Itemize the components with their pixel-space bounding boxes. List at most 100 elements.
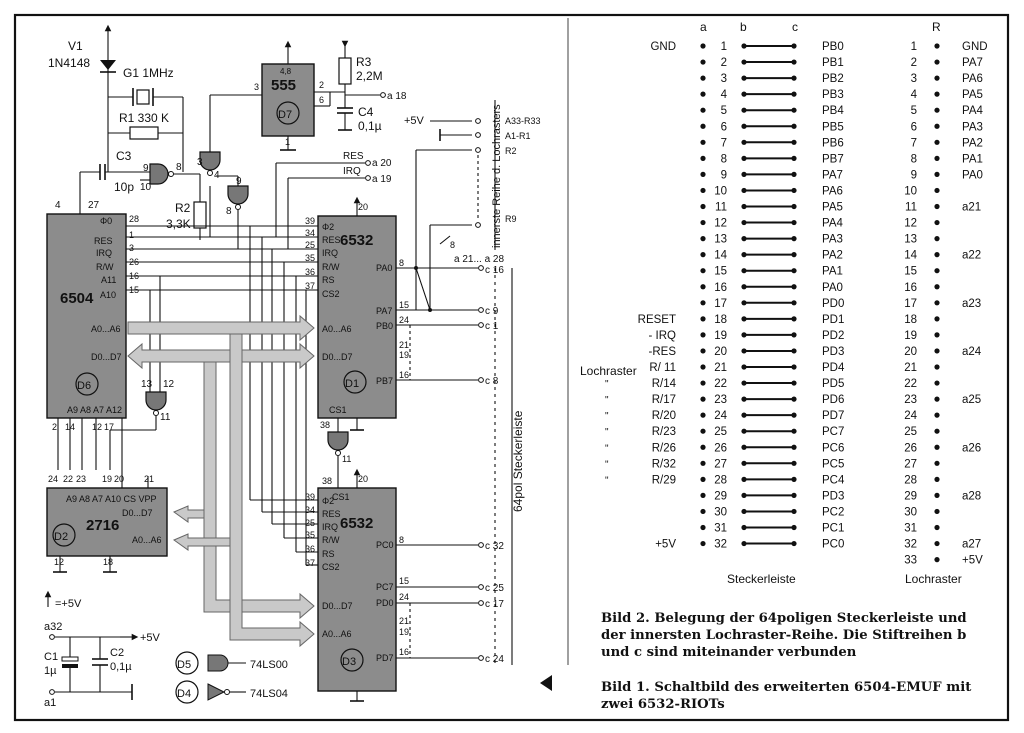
pin-c-dot bbox=[791, 268, 797, 274]
r1-label: R1 330 K bbox=[119, 111, 169, 125]
c17-label: c 17 bbox=[485, 599, 504, 610]
chip-2716: A9 A8 A7 A10 CS VPP 2716 D2 D0...D7 A0..… bbox=[46, 474, 168, 573]
lochraster-dot bbox=[934, 155, 940, 161]
pin-c-signal: PA2 bbox=[822, 250, 843, 262]
pin-c-dot bbox=[791, 219, 797, 226]
lochraster-number: 9 bbox=[911, 169, 917, 181]
lochraster-signal: PA4 bbox=[962, 105, 983, 117]
pin-label: D0...D7 bbox=[122, 508, 153, 518]
pin-label: 37 bbox=[305, 558, 315, 568]
a20-label: a 20 bbox=[372, 158, 392, 169]
pin-label: A9 A8 A7 A12 bbox=[67, 405, 122, 415]
pin-label: RS bbox=[322, 275, 335, 285]
pin-c-dot bbox=[791, 91, 797, 97]
pin-label: 1 bbox=[129, 230, 134, 240]
lochraster-number: 10 bbox=[904, 185, 917, 197]
nand-gates-decode: 3 4 9 8 bbox=[197, 94, 262, 217]
pin-label: A10 bbox=[100, 290, 116, 300]
pin-label: 24 bbox=[399, 592, 409, 602]
lochraster-signal: PA5 bbox=[962, 89, 983, 101]
pin-number: 25 bbox=[714, 426, 727, 438]
ditto-mark: " bbox=[605, 459, 609, 470]
pin-label: 16 bbox=[399, 370, 409, 380]
timer-part-label: 555 bbox=[271, 77, 296, 94]
pin-c-dot bbox=[791, 364, 797, 370]
lochraster-dot bbox=[934, 557, 940, 563]
lochraster-dot bbox=[934, 203, 940, 210]
pin-a-dot bbox=[700, 203, 706, 210]
a32-label: a32 bbox=[44, 621, 62, 633]
ditto-mark: " bbox=[605, 411, 609, 422]
caption-bild-1: Bild 1. Schaltbild des erweiterten 6504-… bbox=[601, 680, 972, 712]
pin-a-signal: R/32 bbox=[652, 458, 676, 470]
lochraster-number: 15 bbox=[904, 266, 917, 278]
pin-number: 12 bbox=[714, 218, 727, 230]
pin-label: 3 bbox=[197, 157, 203, 168]
pin-a-dot bbox=[700, 139, 706, 145]
pin-number: 22 bbox=[714, 378, 727, 390]
pin-a-signal: R/14 bbox=[652, 378, 677, 390]
pin-c-signal: PC0 bbox=[822, 539, 844, 551]
pin-label: 16 bbox=[399, 647, 409, 657]
lochraster-dot bbox=[934, 332, 940, 338]
lochraster-signal: GND bbox=[962, 41, 988, 53]
pin-label: PD7 bbox=[376, 653, 394, 663]
pin-a-dot bbox=[700, 332, 706, 338]
riot1-ref-label: D1 bbox=[345, 378, 359, 390]
pin-label: 39 bbox=[305, 492, 315, 502]
lochraster-number: 29 bbox=[904, 490, 917, 502]
steckerleiste-label: 64pol Steckerleiste bbox=[511, 410, 525, 512]
pin-number: 3 bbox=[721, 73, 727, 85]
pin-a-dot bbox=[700, 187, 706, 194]
lochraster-dot bbox=[934, 524, 940, 531]
pin-a-dot bbox=[700, 428, 706, 434]
pin-a-signal: GND bbox=[650, 41, 676, 53]
pin-number: 18 bbox=[714, 314, 727, 326]
pin-c-signal: PB3 bbox=[822, 89, 844, 101]
c1-label: C1 bbox=[44, 651, 58, 663]
pin-c-dot bbox=[791, 155, 797, 161]
gate-legend: D5 74LS00 D4 74LS04 bbox=[175, 651, 288, 704]
pin-label: 8 bbox=[176, 162, 182, 173]
c4-value: 0,1µ bbox=[358, 119, 382, 133]
pin-c-dot bbox=[791, 380, 797, 386]
pin-label: 3 bbox=[129, 243, 134, 253]
lochraster-dot bbox=[934, 444, 940, 450]
pin-label: 11 bbox=[342, 454, 351, 464]
pin-a-signal: R/26 bbox=[652, 442, 676, 454]
pin-number: 32 bbox=[714, 539, 727, 551]
pin-a-dot bbox=[700, 252, 706, 258]
a1-r1-label: A1-R1 bbox=[505, 131, 531, 141]
c32-label: c 32 bbox=[485, 541, 504, 552]
pin-a-signal: -RES bbox=[649, 346, 677, 358]
pin-label: 38 bbox=[322, 476, 332, 486]
ditto-mark: " bbox=[605, 395, 609, 406]
lochraster-number: 32 bbox=[904, 539, 917, 551]
pin-c-signal: PB6 bbox=[822, 137, 844, 149]
c2-value: 0,1µ bbox=[110, 661, 132, 673]
pin-c-signal: PB5 bbox=[822, 121, 844, 133]
res-signal-label: RES bbox=[343, 151, 364, 162]
pin-label: 19 bbox=[399, 627, 409, 637]
pin-number: 15 bbox=[714, 266, 727, 278]
pin-label: 24 bbox=[48, 474, 58, 484]
pin-label: 34 bbox=[305, 228, 315, 238]
lochraster-dot bbox=[934, 43, 940, 49]
pin-label: 8 bbox=[399, 258, 404, 268]
d5-type-label: 74LS00 bbox=[250, 659, 288, 671]
lochraster-dot bbox=[934, 364, 940, 370]
lochraster-number: 19 bbox=[904, 330, 917, 342]
capacitor-c3: C3 10p bbox=[79, 149, 150, 215]
lochraster-signal: a25 bbox=[962, 394, 981, 406]
pin-label: 37 bbox=[305, 281, 315, 291]
pin-c-dot bbox=[791, 444, 797, 450]
pin-c-signal: PB2 bbox=[822, 73, 844, 85]
pin-label: 8 bbox=[450, 240, 455, 250]
pin-a-dot bbox=[700, 492, 706, 498]
pin-label: R/W bbox=[96, 262, 114, 272]
pin-label: 2 bbox=[319, 80, 324, 90]
pin-a-dot bbox=[700, 268, 706, 274]
pin-label: 17 bbox=[104, 422, 114, 432]
lochraster-number: 8 bbox=[911, 153, 917, 165]
pin-a-dot bbox=[700, 396, 706, 402]
